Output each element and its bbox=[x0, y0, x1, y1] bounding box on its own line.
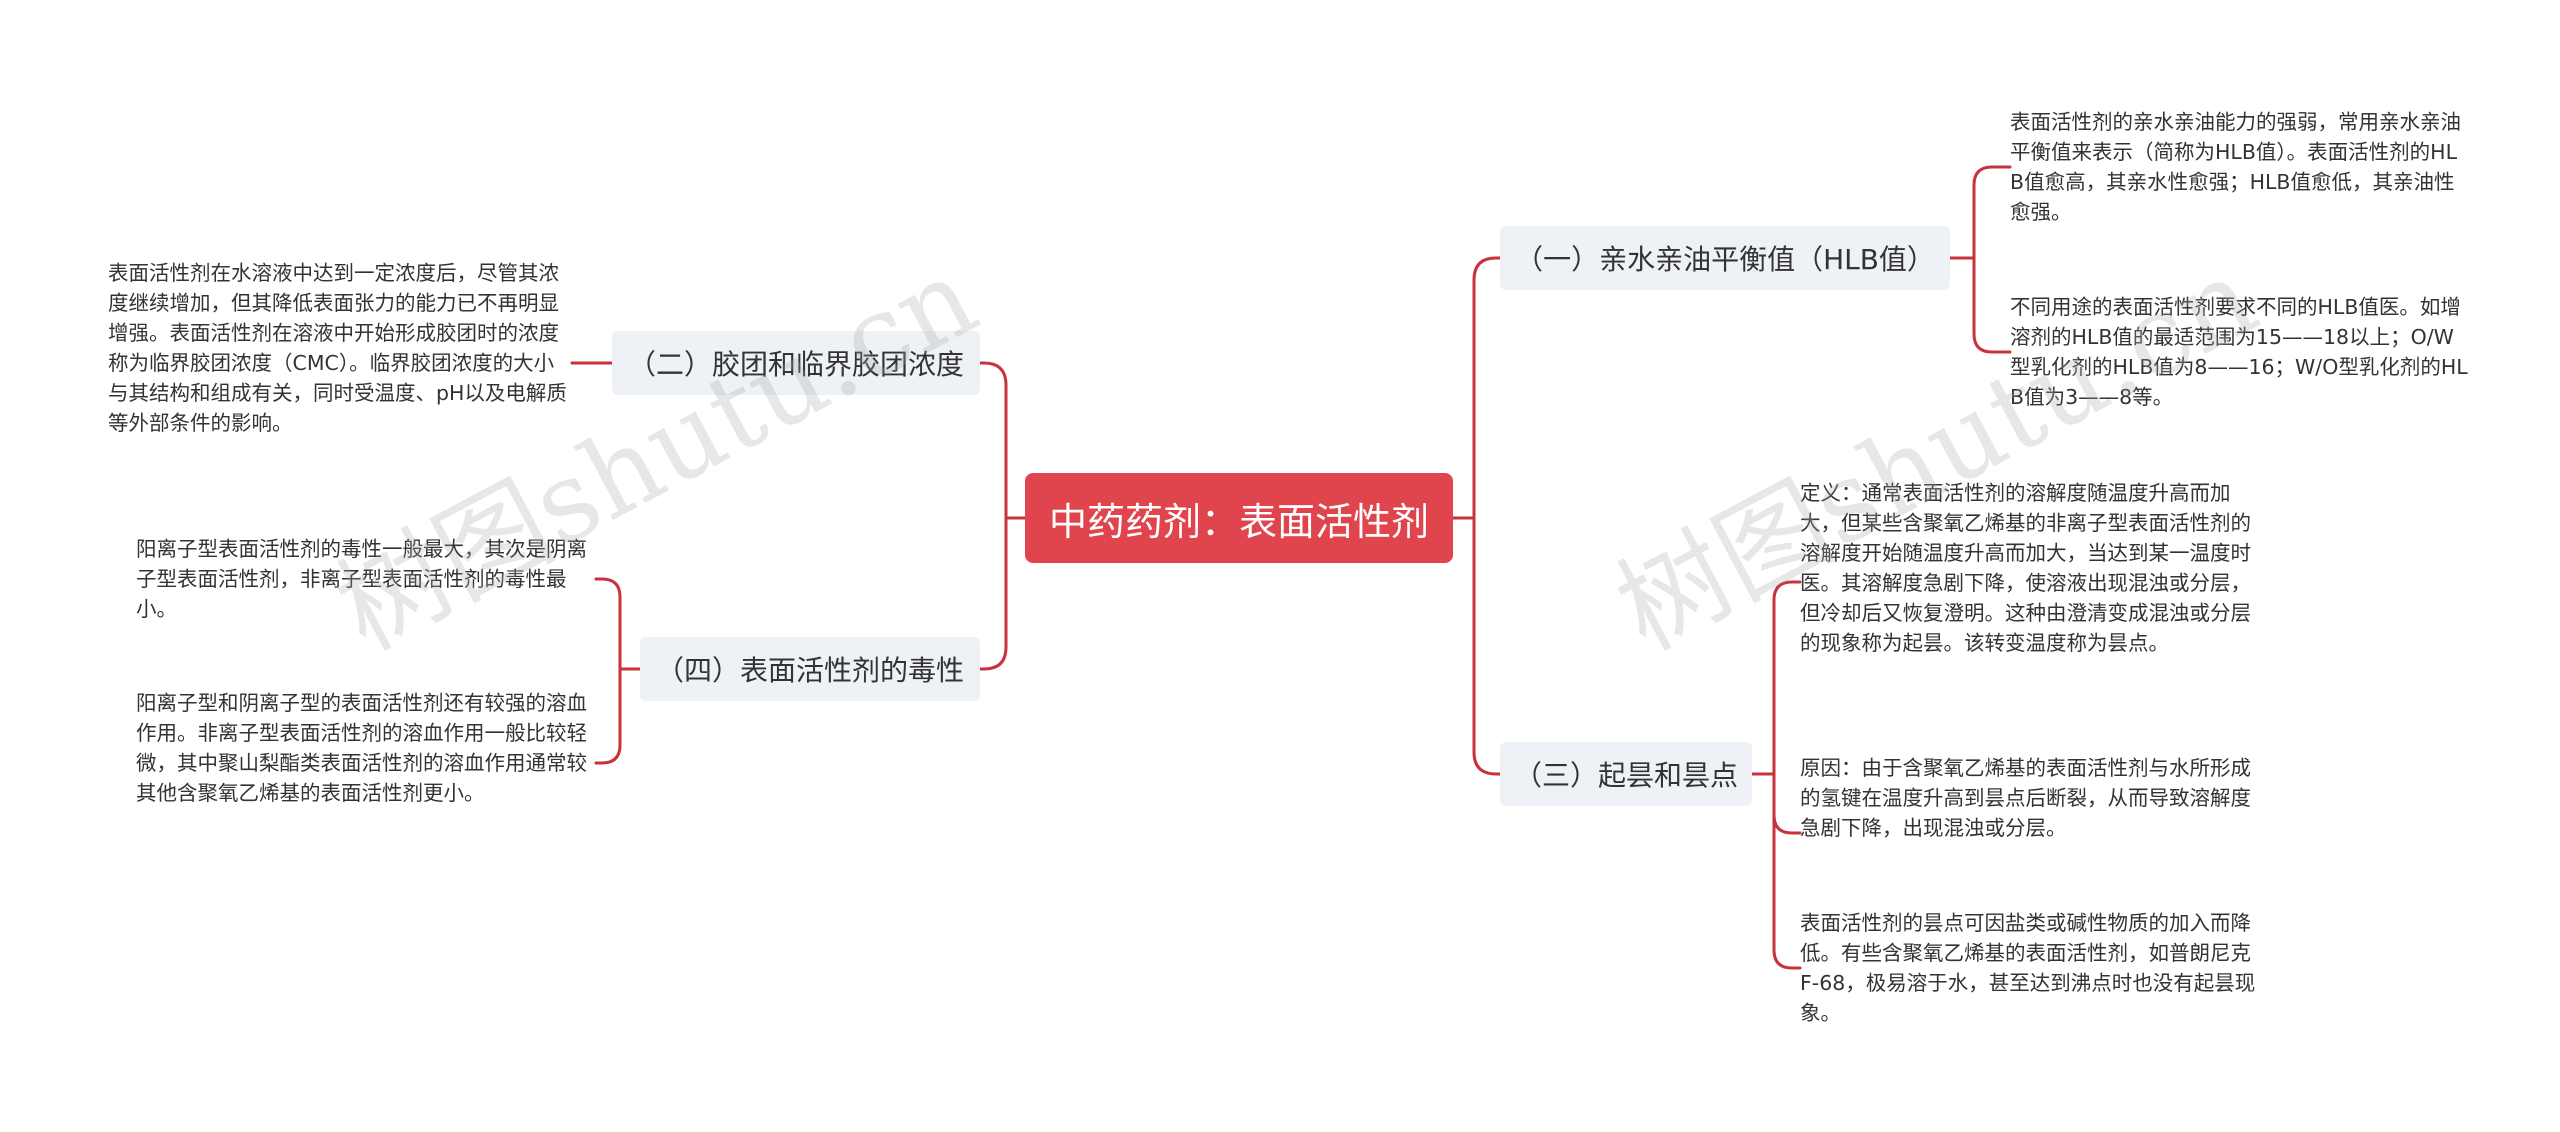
link-root-hlb bbox=[1451, 256, 1502, 520]
leaf-hlb-ranges: 不同用途的表面活性剂要求不同的HLB值医。如增溶剂的HLB值的最适范围为15——… bbox=[2010, 295, 2468, 409]
leaf-toxicity-order: 阳离子型表面活性剂的毒性一般最大，其次是阴离子型表面活性剂，非离子型表面活性剂的… bbox=[136, 537, 587, 621]
leaf-cloud-cause: 原因：由于含聚氧乙烯基的表面活性剂与水所形成的氢键在温度升高到昙点后断裂，从而导… bbox=[1800, 756, 2251, 840]
link-hlb-leaf1 bbox=[1948, 165, 2012, 260]
link-hlb-leaf2 bbox=[1948, 256, 2012, 354]
link-cloud-leaf1 bbox=[1750, 580, 1802, 776]
branch-micelle-cmc[interactable]: （二）胶团和临界胶团浓度 bbox=[612, 331, 980, 395]
link-root-toxicity bbox=[978, 516, 1027, 671]
leaf-toxicity-hemolysis: 阳离子型和阴离子型的表面活性剂还有较强的溶血作用。非离子型表面活性剂的溶血作用一… bbox=[136, 691, 587, 805]
leaf-cmc-definition: 表面活性剂在水溶液中达到一定浓度后，尽管其浓度继续增加，但其降低表面张力的能力已… bbox=[108, 261, 567, 435]
root-topic[interactable]: 中药药剂：表面活性剂 bbox=[1025, 473, 1453, 563]
branch-cloud-point[interactable]: （三）起昙和昙点 bbox=[1500, 742, 1752, 806]
link-cloud-leaf3 bbox=[1750, 772, 1802, 970]
leaf-hlb-definition: 表面活性剂的亲水亲油能力的强弱，常用亲水亲油平衡值来表示（简称为HLB值）。表面… bbox=[2010, 110, 2461, 224]
branch-hlb[interactable]: （一）亲水亲油平衡值（HLB值） bbox=[1500, 226, 1950, 290]
link-root-cloud bbox=[1451, 516, 1502, 776]
link-cloud-leaf2 bbox=[1750, 772, 1802, 835]
link-toxicity-leaf1 bbox=[594, 577, 642, 671]
link-toxicity-leaf2 bbox=[594, 667, 642, 765]
link-root-cmc bbox=[978, 361, 1027, 520]
leaf-cloud-definition: 定义：通常表面活性剂的溶解度随温度升高而加大，但某些含聚氧乙烯基的非离子型表面活… bbox=[1800, 481, 2251, 655]
leaf-cloud-salts: 表面活性剂的昙点可因盐类或碱性物质的加入而降低。有些含聚氧乙烯基的表面活性剂，如… bbox=[1800, 911, 2256, 1025]
branch-toxicity[interactable]: （四）表面活性剂的毒性 bbox=[640, 637, 980, 701]
